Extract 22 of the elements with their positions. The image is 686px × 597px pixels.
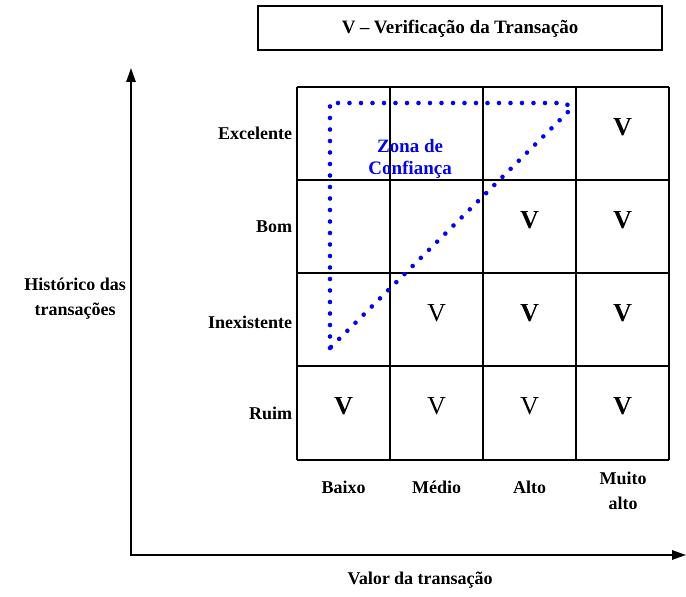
check-mark-text: V (333, 391, 354, 421)
check-mark-text: V (426, 298, 447, 328)
axis-label: Inexistente (207, 311, 292, 334)
axis-label: Alto (512, 476, 547, 499)
check-mark-text: V (612, 298, 633, 328)
axis-label: Valor da transação (346, 567, 494, 590)
axis-label: Médio (411, 476, 462, 499)
check-mark-text: V (519, 205, 540, 235)
check-mark-text: V (519, 298, 540, 328)
check-mark-text: V (426, 391, 447, 421)
axis-label: Excelente (217, 122, 292, 145)
axis-label: Ruim (248, 402, 292, 425)
axis-label: Baixo (320, 476, 366, 499)
axis-label: Histórico das transações (23, 273, 127, 321)
title-text: V – Verificação da Transação (342, 16, 578, 40)
check-mark-text: V (612, 205, 633, 235)
axis-label: Muito alto (598, 467, 648, 515)
axis-label: Bom (255, 215, 292, 238)
check-mark-text: V (519, 391, 540, 421)
check-mark-text: V (612, 391, 633, 421)
check-mark-text: V (612, 112, 633, 142)
title-box (257, 5, 663, 51)
